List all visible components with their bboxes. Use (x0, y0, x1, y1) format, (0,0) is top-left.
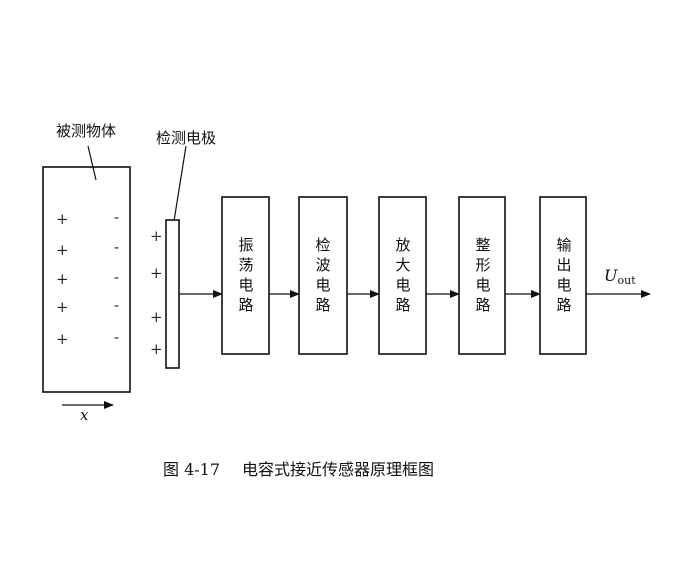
x-axis-label: x (80, 406, 89, 424)
output-signal-subscript: out (617, 274, 636, 287)
block-output-text: 输出电路 (556, 236, 572, 314)
measured-object-label: 被测物体 (56, 122, 117, 140)
object-minus-sign: - (114, 208, 120, 226)
electrode-plus-sign: + (150, 264, 163, 282)
output-signal-symbol: U (604, 266, 618, 285)
block-detector (298, 196, 348, 355)
block-shaper (458, 196, 506, 355)
electrode-plus-sign: + (150, 227, 163, 245)
electrode-plus-sign: + (150, 308, 163, 326)
detection-electrode-label: 检测电极 (156, 129, 217, 147)
block-amplifier (378, 196, 427, 355)
block-detector-text: 检波电路 (315, 236, 331, 314)
figure-caption: 图 4-17 电容式接近传感器原理框图 (163, 456, 434, 480)
object-plus-sign: + (56, 298, 69, 316)
detection-electrode (165, 219, 180, 369)
electrode-plus-sign: + (150, 340, 163, 358)
object-plus-sign: + (56, 210, 69, 228)
figure-title: 电容式接近传感器原理框图 (242, 460, 435, 479)
object-minus-sign: - (114, 238, 120, 256)
electrode-leader-line (173, 145, 187, 222)
output-signal-label: Uout (604, 266, 636, 287)
figure-number: 图 4-17 (163, 460, 221, 479)
object-minus-sign: - (114, 268, 120, 286)
block-oscillator (221, 196, 270, 355)
object-minus-sign: - (114, 296, 120, 314)
measured-object-box (42, 166, 131, 393)
block-amplifier-text: 放大电路 (395, 236, 411, 314)
block-shaper-text: 整形电路 (475, 236, 491, 314)
object-plus-sign: + (56, 241, 69, 259)
block-output (539, 196, 587, 355)
block-oscillator-text: 振荡电路 (238, 236, 254, 314)
object-plus-sign: + (56, 330, 69, 348)
object-minus-sign: - (114, 328, 120, 346)
object-plus-sign: + (56, 270, 69, 288)
object-leader-line (87, 145, 97, 181)
